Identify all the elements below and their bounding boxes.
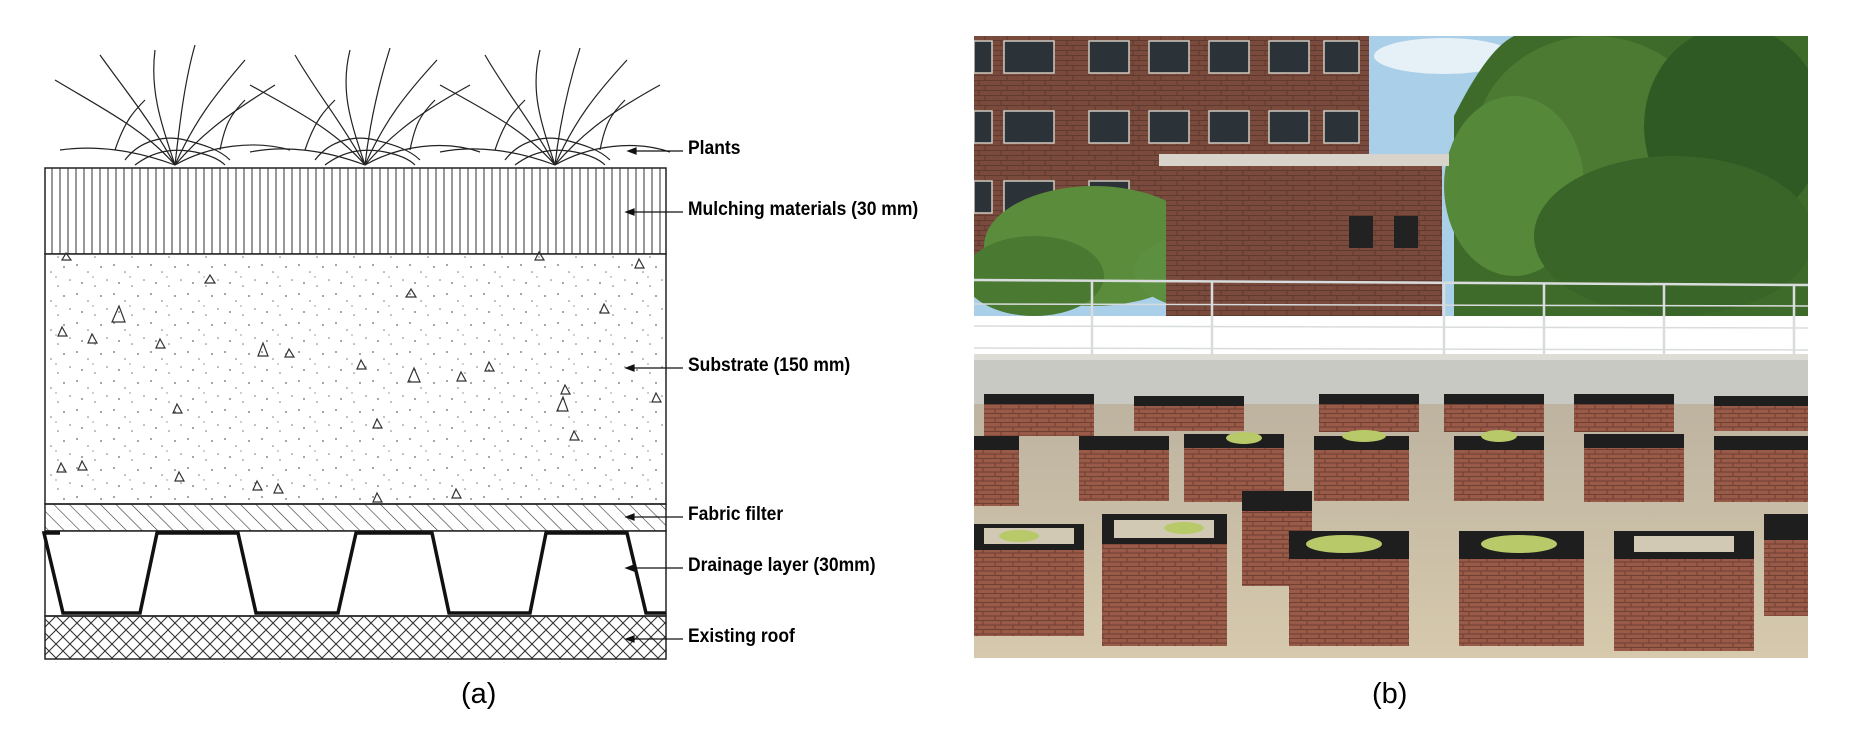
aggregate-triangles <box>56 250 663 503</box>
mulch-layer <box>44 167 667 255</box>
plant-tufts <box>54 44 671 166</box>
rooftop-planter-photo <box>974 36 1808 658</box>
planter-boxes <box>974 394 1808 651</box>
drainage-layer <box>41 530 667 617</box>
label-plants: Plants <box>688 138 741 159</box>
label-substrate: Substrate (150 mm) <box>688 355 851 376</box>
green-roof-section-diagram <box>41 44 683 660</box>
fabric-filter-layer <box>44 503 667 532</box>
plant-tuft-2 <box>249 47 481 166</box>
trees <box>974 36 1808 316</box>
caption-b: (b) <box>1372 678 1408 710</box>
substrate-layer <box>44 250 667 505</box>
label-existing-roof: Existing roof <box>688 626 795 647</box>
plant-tuft-3 <box>439 47 671 166</box>
caption-a: (a) <box>461 678 497 710</box>
label-mulching-materials: Mulching materials (30 mm) <box>688 199 919 220</box>
rooftop-structure <box>1159 154 1449 316</box>
planter-row-front <box>974 491 1808 651</box>
planter-row-back <box>984 394 1808 436</box>
rooftop-railing <box>974 278 1808 369</box>
label-fabric-filter: Fabric filter <box>688 504 784 525</box>
planter-row-middle <box>974 430 1808 506</box>
label-drainage-layer: Drainage layer (30mm) <box>688 555 876 576</box>
plant-tuft-1 <box>54 44 291 166</box>
existing-roof-layer <box>44 615 667 660</box>
leader-arrows <box>624 147 683 643</box>
